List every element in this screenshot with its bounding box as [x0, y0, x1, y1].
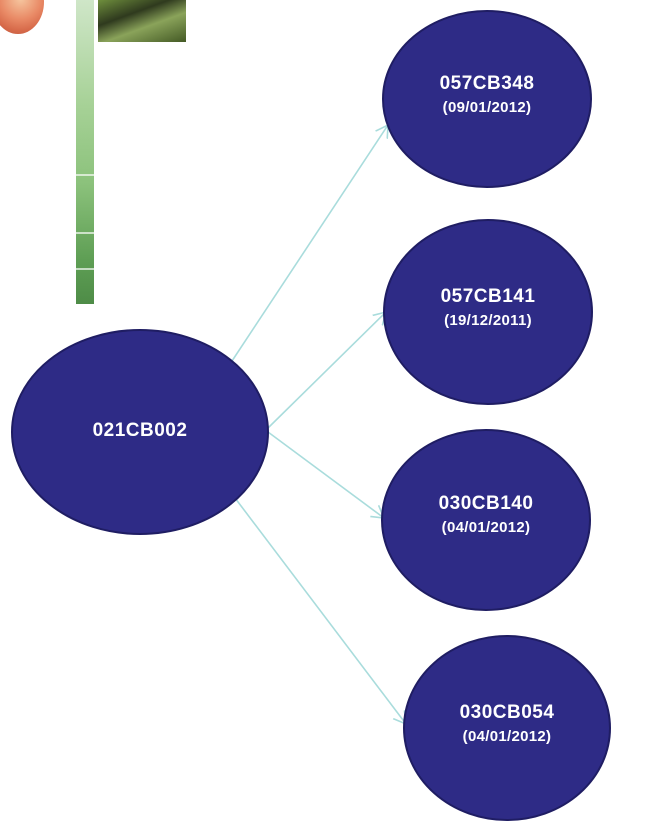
field-photo-fragment: [98, 0, 186, 42]
target-node-1[interactable]: [382, 10, 592, 188]
arrow-to-node-1: [229, 125, 388, 365]
target-node-4-label: 030CB054 (04/01/2012): [397, 702, 617, 745]
target-node-3-label: 030CB140 (04/01/2012): [376, 493, 596, 536]
target-node-4-code: 030CB054: [459, 702, 555, 723]
target-node-3-date: (04/01/2012): [441, 519, 531, 536]
target-node-1-date: (09/01/2012): [442, 99, 532, 116]
target-node-1-code: 057CB348: [439, 73, 535, 94]
arrow-to-node-4: [231, 493, 406, 724]
target-node-2-date: (19/12/2011): [444, 312, 532, 329]
target-node-2[interactable]: [383, 219, 593, 405]
target-node-4-date: (04/01/2012): [462, 728, 552, 745]
target-node-3[interactable]: [381, 429, 591, 611]
source-node-code: 021CB002: [92, 420, 188, 441]
decorative-green-strip: [76, 0, 94, 304]
arrow-to-node-2: [267, 312, 386, 429]
target-node-4[interactable]: [403, 635, 611, 821]
target-node-1-label: 057CB348 (09/01/2012): [377, 73, 597, 116]
source-node-label: 021CB002: [30, 420, 250, 442]
target-node-2-label: 057CB141 (19/12/2011): [378, 286, 598, 329]
target-node-2-code: 057CB141: [440, 286, 536, 307]
source-node[interactable]: [11, 329, 269, 535]
target-node-3-code: 030CB140: [438, 493, 534, 514]
arrow-to-node-3: [267, 431, 384, 518]
